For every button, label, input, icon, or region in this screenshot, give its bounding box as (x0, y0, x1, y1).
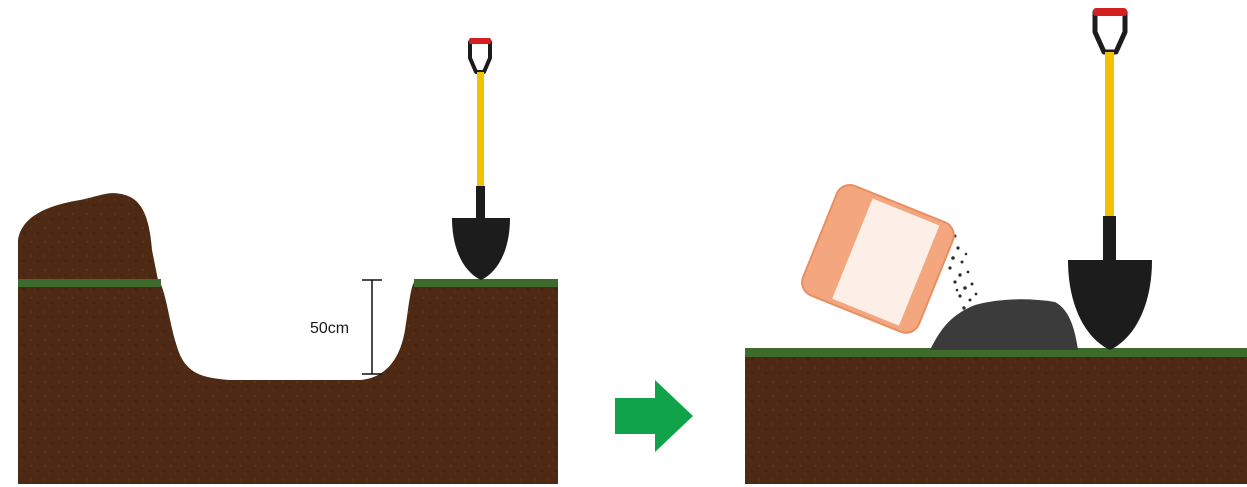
right-arrow-icon (615, 380, 693, 452)
dig-hole-scene: 50cm (18, 38, 558, 484)
ground-with-hole (18, 282, 558, 484)
ground-filled (745, 354, 1247, 484)
soil-mound (18, 193, 158, 280)
fill-and-mix-scene (745, 8, 1247, 484)
depth-measure: 50cm (310, 280, 382, 374)
shovel-icon (452, 38, 510, 280)
fertilizer-pile (930, 299, 1078, 350)
grass-strip-left (18, 279, 161, 287)
grass-strip-right (414, 279, 558, 287)
shovel-icon-right (1068, 8, 1152, 350)
depth-label: 50cm (310, 320, 349, 337)
fertilizer-bag (798, 181, 958, 337)
